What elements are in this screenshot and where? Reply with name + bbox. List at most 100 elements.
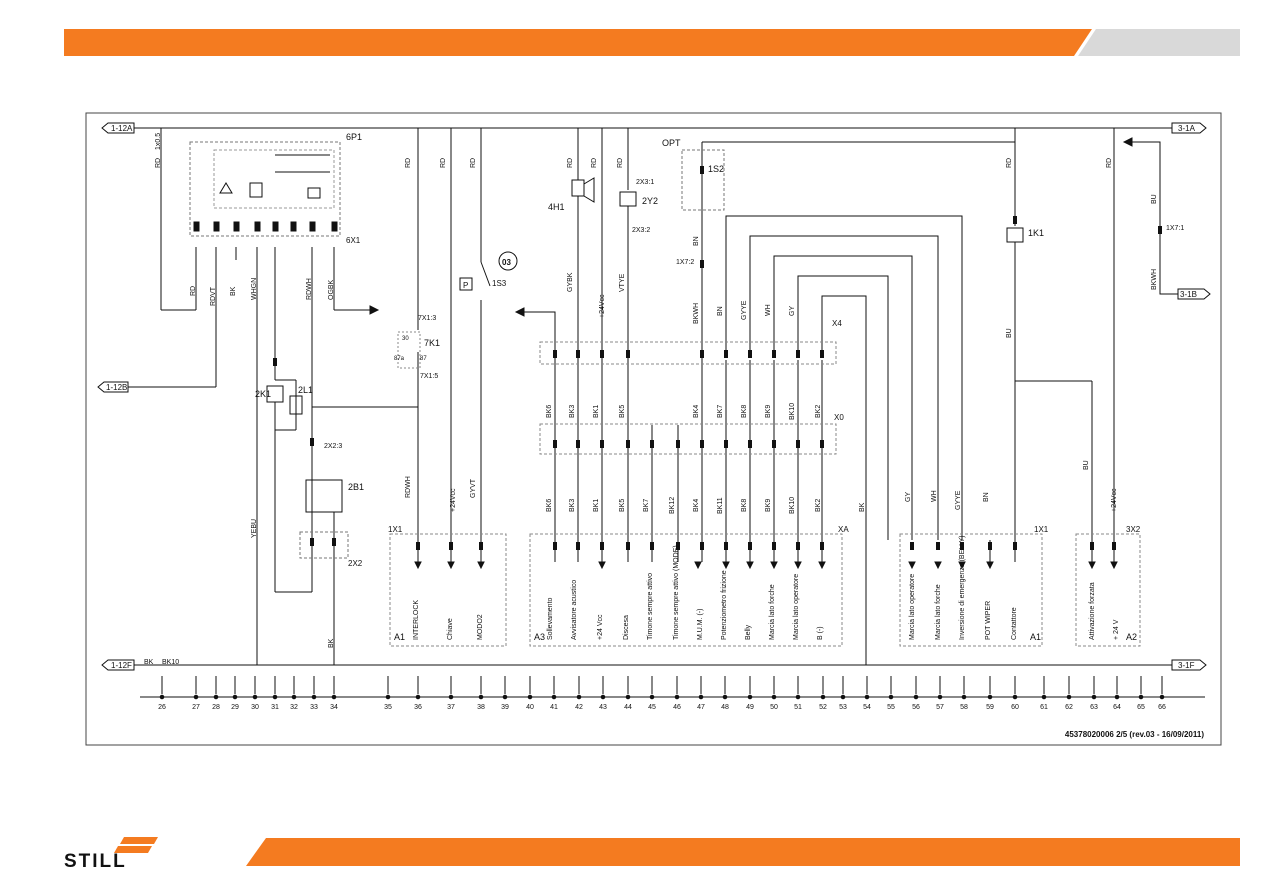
grid-number: 41 [550,704,558,711]
grid-dot [159,694,165,700]
label-6x1: 6X1 [346,236,361,245]
grid-number: 31 [271,704,279,711]
grid-number: 47 [697,704,705,711]
wire-rd-602: RD [591,158,598,168]
wire-bk7-low: BK7 [643,499,650,512]
wire-whgn: WHGN [251,278,258,300]
wire-24-602: +24Vcc [599,294,606,318]
grid-dot [961,694,967,700]
grid-dot [415,694,421,700]
grid-dot [1159,694,1165,700]
grid-number: 65 [1137,704,1145,711]
wire-rd-578: RD [567,158,574,168]
wire-bu-1160: BU [1151,194,1158,204]
grid-number: 36 [414,704,422,711]
grid-number: 53 [839,704,847,711]
label-1x7-1: 1X7:1 [1166,225,1184,232]
grid-dot [625,694,631,700]
fn-operatore2: Marcia lato operatore [909,574,916,640]
grid-dot [864,694,870,700]
fn-forche: Marcia lato forche [769,584,776,640]
wire-bk5-low: BK5 [619,499,626,512]
label-opt: OPT [662,138,681,148]
grid-dot [502,694,508,700]
header-accent-band [64,29,1240,56]
ref-right-top: 3-1A [1178,124,1196,133]
wire-bkwh-702: BKWH [693,303,700,324]
grid-number: 48 [721,704,729,711]
wire-bk4: BK4 [693,405,700,418]
label-2x2-3: 2X2:3 [324,443,342,450]
grid-dot [1114,694,1120,700]
label-x0: X0 [834,413,844,422]
wire-bk10: BK10 [789,403,796,420]
fn-sollevamento: Sollevamento [547,597,554,640]
fn-potwiper: POT WIPER [985,601,992,640]
wire-bu-1092: BU [1083,460,1090,470]
grid-dot [600,694,606,700]
wire-rd-628: RD [617,158,624,168]
wire-bkwh-1160: BKWH [1151,269,1158,290]
label-a1: A1 [394,632,405,642]
grid-number: 57 [936,704,944,711]
grid-number: 52 [819,704,827,711]
label-1s2: 1S2 [708,164,724,174]
wire-gy-798: GY [789,306,796,316]
grid-number: 34 [330,704,338,711]
wire-bk-236: BK [230,286,237,296]
grid-number: 29 [231,704,239,711]
wire-24-1114: +24Vcc [1111,488,1118,512]
grid-dot [795,694,801,700]
fn-24v: + 24 V [1113,619,1120,640]
grid-dot [771,694,777,700]
ref-left-top: 1-12A [111,124,133,133]
grid-number: 44 [624,704,632,711]
grid-dot [478,694,484,700]
label-7x1-3: 7X1:3 [418,315,436,322]
grid-dot [1091,694,1097,700]
wire-bk2: BK2 [815,405,822,418]
grid-dot [527,694,533,700]
fn-discesa: Discesa [623,615,630,640]
wire-bn-726: BN [717,306,724,316]
wire-bk11-low: BK11 [717,497,724,514]
grid-number: 46 [673,704,681,711]
grid-dot [1012,694,1018,700]
fn-potenziometro: Potenziometro frizione [721,570,728,640]
wire-bn-702: BN [693,236,700,246]
grid-dot [937,694,943,700]
label-2y2: 2Y2 [642,196,658,206]
grid-number: 63 [1090,704,1098,711]
grid-number: 61 [1040,704,1048,711]
label-2b1: 2B1 [348,482,364,492]
wire-rd-451: RD [440,158,447,168]
wire-yebu: YEBU [251,519,258,538]
wire-vtye: VTYE [619,273,626,292]
footer-accent-band [246,838,1240,866]
wire-rdwh-418: RDWH [405,476,412,498]
grid-number: 37 [447,704,455,711]
label-3x2: 3X2 [1126,525,1141,534]
fn-timone1: Timone sempre attivo [647,573,654,640]
wire-rdwh: RDWH [306,278,313,300]
wire-bk2-low: BK2 [815,499,822,512]
still-logo: STILL [64,837,158,870]
wire-bk7: BK7 [717,405,724,418]
fn-belly: Belly [745,624,752,640]
wire-gyye-962: GYYE [955,490,962,510]
fn-forche2: Marcia lato forche [935,584,942,640]
document-code: 45378020006 2/5 (rev.03 - 16/09/2011) [1065,730,1204,739]
label-a1b: A1 [1030,632,1041,642]
wire-bn-990: BN [983,492,990,502]
wire-bk9-low: BK9 [765,499,772,512]
label-03: 03 [502,258,511,267]
grid-dot [698,694,704,700]
label-1k1: 1K1 [1028,228,1044,238]
grid-number: 64 [1113,704,1121,711]
fn-interlock: INTERLOCK [413,600,420,640]
wire-wh-938: WH [931,490,938,502]
grid-dot [987,694,993,700]
grid-number: 56 [912,704,920,711]
grid-dot [722,694,728,700]
fn-contattore: Contattore [1011,607,1018,640]
